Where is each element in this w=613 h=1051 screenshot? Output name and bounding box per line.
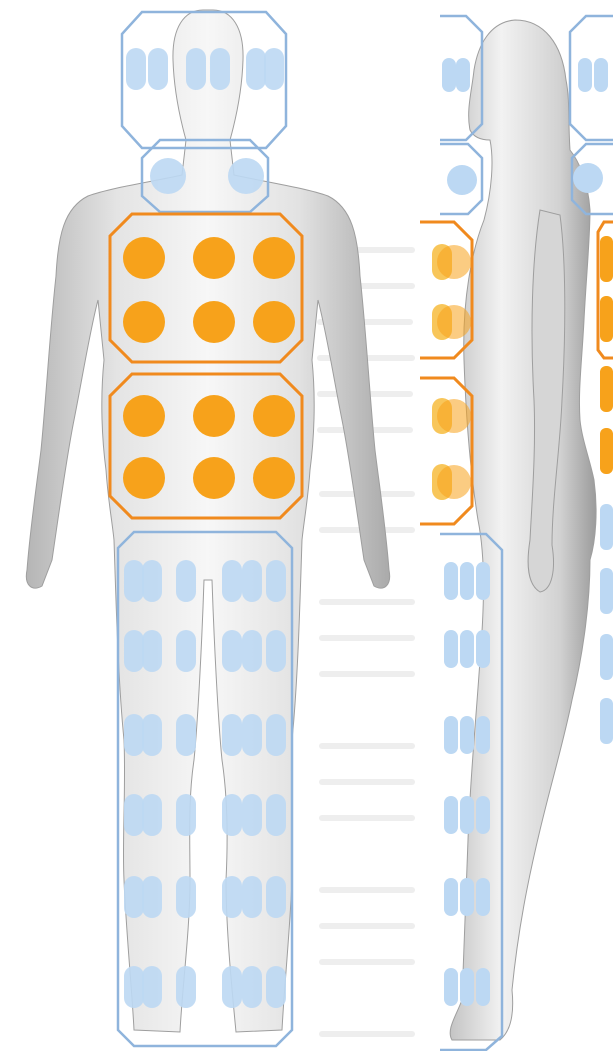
marker (242, 630, 262, 672)
marker (253, 395, 295, 437)
marker (124, 794, 144, 836)
marker (193, 457, 235, 499)
marker (150, 158, 186, 194)
side-legs-zone-right-markers (600, 504, 613, 744)
marker (148, 48, 168, 90)
marker (600, 296, 613, 342)
front-mannequin (26, 10, 389, 1032)
marker (460, 716, 474, 754)
marker (460, 630, 474, 668)
marker (447, 165, 477, 195)
marker (444, 716, 458, 754)
marker (442, 58, 456, 92)
marker (460, 878, 474, 916)
marker (253, 237, 295, 279)
marker (123, 457, 165, 499)
marker (222, 714, 242, 756)
marker (222, 630, 242, 672)
marker (124, 876, 144, 918)
marker (124, 966, 144, 1008)
marker (126, 48, 146, 90)
marker (573, 163, 603, 193)
marker (242, 876, 262, 918)
marker (476, 796, 490, 834)
marker (600, 428, 613, 474)
marker (444, 968, 458, 1006)
marker (176, 560, 196, 602)
marker (186, 48, 206, 90)
marker (193, 395, 235, 437)
marker (222, 560, 242, 602)
marker (242, 714, 262, 756)
marker (176, 630, 196, 672)
marker (476, 878, 490, 916)
marker (124, 714, 144, 756)
marker (142, 876, 162, 918)
marker (242, 560, 262, 602)
marker (600, 504, 613, 550)
marker (193, 237, 235, 279)
marker (444, 562, 458, 600)
marker (600, 634, 613, 680)
marker (242, 966, 262, 1008)
marker (476, 562, 490, 600)
marker (600, 698, 613, 744)
marker (253, 457, 295, 499)
marker (242, 794, 262, 836)
side-upper-torso-zone-markers (432, 244, 471, 340)
marker (444, 796, 458, 834)
marker (266, 714, 286, 756)
marker (246, 48, 266, 90)
marker (210, 48, 230, 90)
marker (437, 305, 471, 339)
marker (444, 630, 458, 668)
marker (437, 245, 471, 279)
marker (456, 58, 470, 92)
marker (124, 560, 144, 602)
front-view (26, 10, 389, 1032)
marker (437, 399, 471, 433)
marker (142, 966, 162, 1008)
marker (123, 237, 165, 279)
marker (142, 714, 162, 756)
marker (142, 794, 162, 836)
marker (222, 794, 242, 836)
marker (176, 966, 196, 1008)
marker (460, 562, 474, 600)
marker (176, 876, 196, 918)
marker (222, 966, 242, 1008)
marker (253, 301, 295, 343)
head-zone-markers (126, 48, 284, 90)
marker (142, 630, 162, 672)
marker (437, 465, 471, 499)
marker (123, 395, 165, 437)
marker (476, 716, 490, 754)
marker (176, 714, 196, 756)
marker (124, 630, 144, 672)
marker (460, 968, 474, 1006)
marker (594, 58, 608, 92)
marker (142, 560, 162, 602)
marker (600, 366, 613, 412)
marker (476, 630, 490, 668)
marker (264, 48, 284, 90)
marker (222, 876, 242, 918)
marker (578, 58, 592, 92)
marker (266, 876, 286, 918)
marker (266, 966, 286, 1008)
marker (600, 236, 613, 282)
marker (266, 630, 286, 672)
marker (600, 568, 613, 614)
marker (123, 301, 165, 343)
side-lower-torso-zone-markers (432, 398, 471, 500)
marker (476, 968, 490, 1006)
marker (266, 560, 286, 602)
marker (266, 794, 286, 836)
marker (444, 878, 458, 916)
marker (228, 158, 264, 194)
marker (176, 794, 196, 836)
marker (193, 301, 235, 343)
marker (460, 796, 474, 834)
